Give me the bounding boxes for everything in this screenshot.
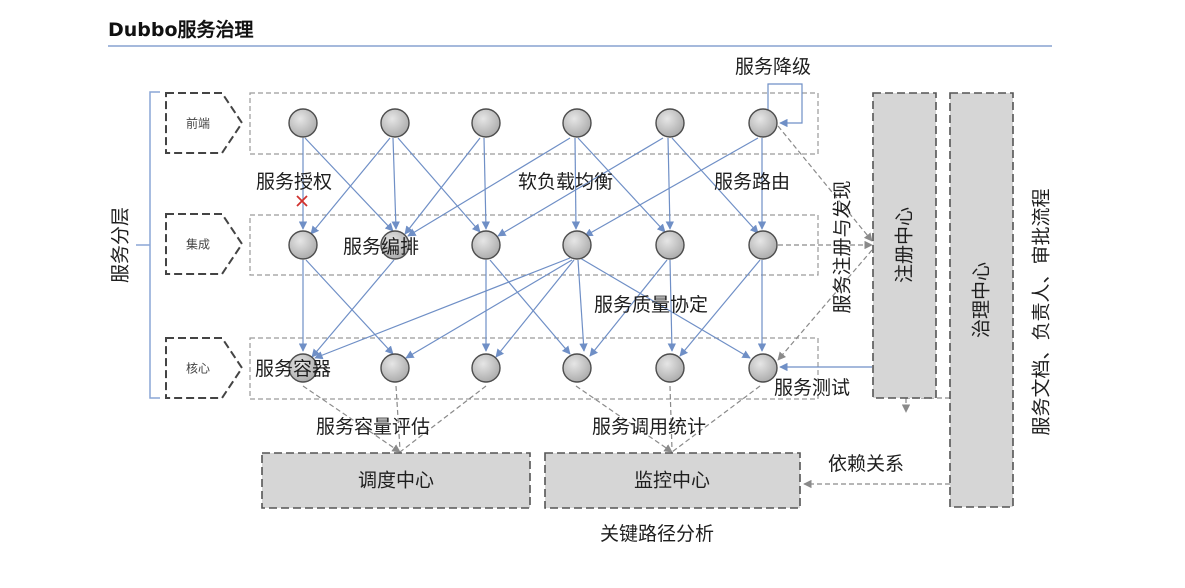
layer-tag-integration: 集成 xyxy=(165,213,244,275)
label-service-routing: 服务路由 xyxy=(714,171,790,193)
layer-band-core xyxy=(249,337,819,400)
node-core-5 xyxy=(655,353,685,383)
monitoring-center: 监控中心 xyxy=(544,452,801,509)
node-integration-4 xyxy=(562,230,592,260)
page-title: Dubbo服务治理 xyxy=(108,18,254,41)
registry-center-label: 注册中心 xyxy=(894,207,916,283)
node-core-1 xyxy=(288,353,318,383)
governance-center: 治理中心 xyxy=(949,92,1014,508)
layer-tag-frontend: 前端 xyxy=(165,92,244,154)
node-frontend-6 xyxy=(748,108,778,138)
node-frontend-1 xyxy=(288,108,318,138)
auth-cross-icon xyxy=(296,195,308,207)
node-frontend-3 xyxy=(471,108,501,138)
layer-label-frontend: 前端 xyxy=(186,116,210,131)
label-call-statistics: 服务调用统计 xyxy=(592,416,706,438)
service-nodes xyxy=(288,108,778,383)
node-core-3 xyxy=(471,353,501,383)
label-service-orchestration: 服务编排 xyxy=(343,236,419,258)
monitoring-center-label: 监控中心 xyxy=(634,470,710,492)
node-core-4 xyxy=(562,353,592,383)
layer-label-core: 核心 xyxy=(186,362,210,376)
scheduling-center-label: 调度中心 xyxy=(358,470,434,492)
label-service-degrade: 服务降级 xyxy=(735,56,811,78)
layer-band-integration xyxy=(249,214,819,276)
registry-center: 注册中心 xyxy=(872,92,937,399)
layer-tag-core: 核心 xyxy=(165,337,244,399)
governance-center-label: 治理中心 xyxy=(971,262,993,338)
layer-band-frontend xyxy=(249,92,819,155)
label-critical-path: 关键路径分析 xyxy=(600,523,714,545)
node-integration-2 xyxy=(380,230,410,260)
layer-label-integration: 集成 xyxy=(186,237,210,252)
label-dependency: 依赖关系 xyxy=(828,453,904,475)
label-service-qos: 服务质量协定 xyxy=(594,294,708,316)
node-integration-5 xyxy=(655,230,685,260)
label-register-discovery: 服务注册与发现 xyxy=(832,180,854,313)
node-frontend-4 xyxy=(562,108,592,138)
label-soft-load-balance: 软负载均衡 xyxy=(518,171,613,193)
node-core-2 xyxy=(380,353,410,383)
node-integration-1 xyxy=(288,230,318,260)
node-core-6 xyxy=(748,353,778,383)
node-frontend-2 xyxy=(380,108,410,138)
label-service-auth: 服务授权 xyxy=(256,171,332,193)
label-capacity-evaluation: 服务容量评估 xyxy=(316,416,430,438)
label-service-testing: 服务测试 xyxy=(774,377,850,399)
scheduling-center: 调度中心 xyxy=(261,452,531,509)
node-frontend-5 xyxy=(655,108,685,138)
label-service-container: 服务容器 xyxy=(255,358,331,380)
node-integration-3 xyxy=(471,230,501,260)
node-integration-6 xyxy=(748,230,778,260)
layer-bracket xyxy=(149,91,160,399)
relation-edges xyxy=(302,125,950,489)
service-call-edges xyxy=(298,83,872,372)
layering-label: 服务分层 xyxy=(110,207,132,283)
label-service-docs: 服务文档、负责人、审批流程 xyxy=(1031,188,1053,435)
